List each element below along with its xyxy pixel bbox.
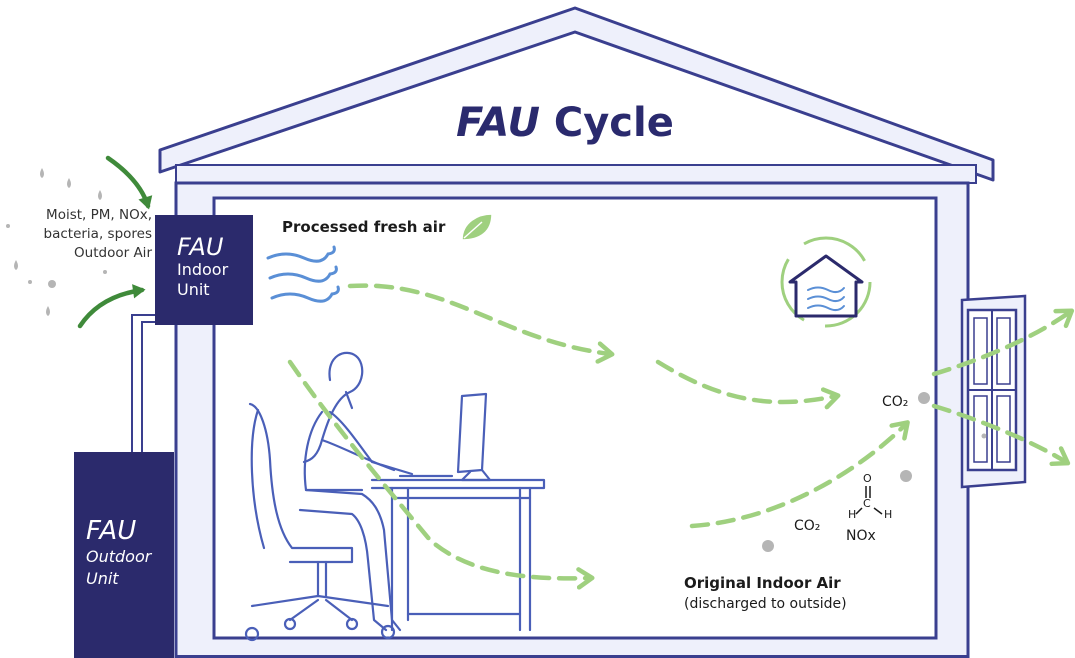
roof-eave — [175, 164, 977, 184]
outdoor-unit-line-1: Outdoor — [86, 547, 152, 566]
particle-icon — [981, 433, 987, 439]
nox-label: NOx — [846, 528, 876, 544]
outdoor-particles — [6, 168, 107, 316]
outdoor-air-line-2: bacteria, spores — [43, 226, 152, 242]
droplet-icon — [40, 168, 44, 178]
intake-arrow-bottom — [77, 284, 146, 329]
particle-icon — [48, 280, 56, 288]
original-air-note: (discharged to outside) — [684, 596, 847, 612]
fresh-air-arrow-1 — [347, 283, 615, 364]
atom-o: O — [863, 472, 872, 485]
droplet-icon — [14, 260, 18, 270]
fresh-air-arrow-2 — [655, 359, 841, 410]
breeze-icon — [266, 245, 340, 303]
indoor-unit-label: FAU Indoor Unit — [177, 234, 228, 300]
particle-icon — [900, 470, 912, 482]
recycle-house-icon — [780, 236, 872, 328]
fau-outdoor-unit-box — [74, 452, 174, 658]
stale-air-arrow-1 — [287, 359, 595, 590]
fau-indoor-unit-box — [155, 215, 253, 325]
particle-icon — [28, 280, 32, 284]
page-title: FAU Cycle — [420, 100, 710, 146]
indoor-unit-line-1: Indoor — [177, 260, 229, 279]
original-air-label: Original Indoor Air — [684, 574, 841, 592]
droplet-icon — [67, 178, 71, 188]
particle-icon — [103, 270, 107, 274]
exhaust-arrow-down — [931, 403, 1071, 467]
roof — [158, 6, 995, 182]
droplet-icon — [98, 190, 102, 200]
leaf-icon — [461, 213, 493, 241]
outdoor-air-description: Moist, PM, NOx, bacteria, spores Outdoor… — [4, 206, 152, 263]
indoor-particles — [762, 392, 987, 552]
formaldehyde-molecule-icon — [855, 486, 883, 515]
particle-icon — [918, 392, 930, 404]
fresh-air-flow — [287, 283, 1075, 590]
title-rest: Cycle — [539, 100, 674, 146]
droplet-icon — [46, 306, 50, 316]
title-abbr: FAU — [456, 100, 540, 146]
window — [960, 294, 1027, 489]
outdoor-unit-title: FAU — [86, 516, 137, 546]
atom-c: C — [863, 497, 871, 510]
indoor-unit-line-2: Unit — [177, 280, 210, 299]
outdoor-unit-label: FAU Outdoor Unit — [86, 516, 151, 590]
outdoor-air-line-1: Moist, PM, NOx, — [46, 207, 152, 223]
outdoor-air-line-3: Outdoor Air — [74, 245, 152, 261]
processed-air-label: Processed fresh air — [282, 218, 446, 236]
atom-h-left: H — [848, 508, 857, 521]
atom-h-right: H — [884, 508, 893, 521]
person-at-desk — [244, 351, 546, 642]
outdoor-unit-line-2: Unit — [86, 569, 119, 588]
intake-arrow-top — [105, 155, 153, 210]
particle-icon — [6, 224, 10, 228]
particle-icon — [762, 540, 774, 552]
indoor-unit-title: FAU — [177, 233, 224, 261]
stale-air-arrow-2 — [689, 420, 910, 529]
co2-window-label: CO₂ — [882, 394, 909, 410]
exhaust-arrow-up — [931, 308, 1075, 377]
connecting-duct — [131, 314, 158, 452]
co2-floor-label: CO₂ — [794, 518, 821, 534]
